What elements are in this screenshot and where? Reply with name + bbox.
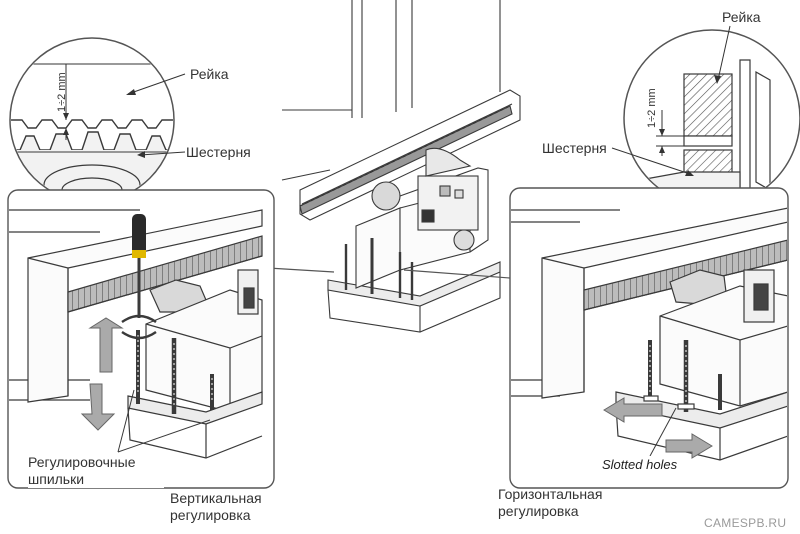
gear-label-right: Шестерня bbox=[542, 140, 607, 156]
center-assembly bbox=[281, 0, 521, 333]
gear-label-left: Шестерня bbox=[186, 144, 251, 160]
rack-label-right: Рейка bbox=[722, 9, 761, 25]
slotted-holes-label: Slotted holes bbox=[600, 456, 680, 473]
rack-label-left: Рейка bbox=[190, 66, 229, 82]
vertical-adjustment-label: Вертикальная регулировка bbox=[170, 490, 262, 523]
detail-circle-right bbox=[611, 25, 800, 207]
vertical-adjustment-inset bbox=[7, 189, 275, 489]
adjusting-studs-label: Регулировочные шпильки bbox=[28, 454, 164, 488]
horizontal-adjustment-inset bbox=[509, 187, 789, 489]
gap-dimension-right: 1÷2 mm bbox=[646, 88, 658, 128]
gap-dimension-left: 1÷2 mm bbox=[56, 72, 68, 112]
horizontal-adjustment-label: Горизонтальная регулировка bbox=[498, 486, 603, 519]
watermark: CAMESPB.RU bbox=[704, 516, 787, 530]
detail-circle-left bbox=[9, 37, 186, 203]
